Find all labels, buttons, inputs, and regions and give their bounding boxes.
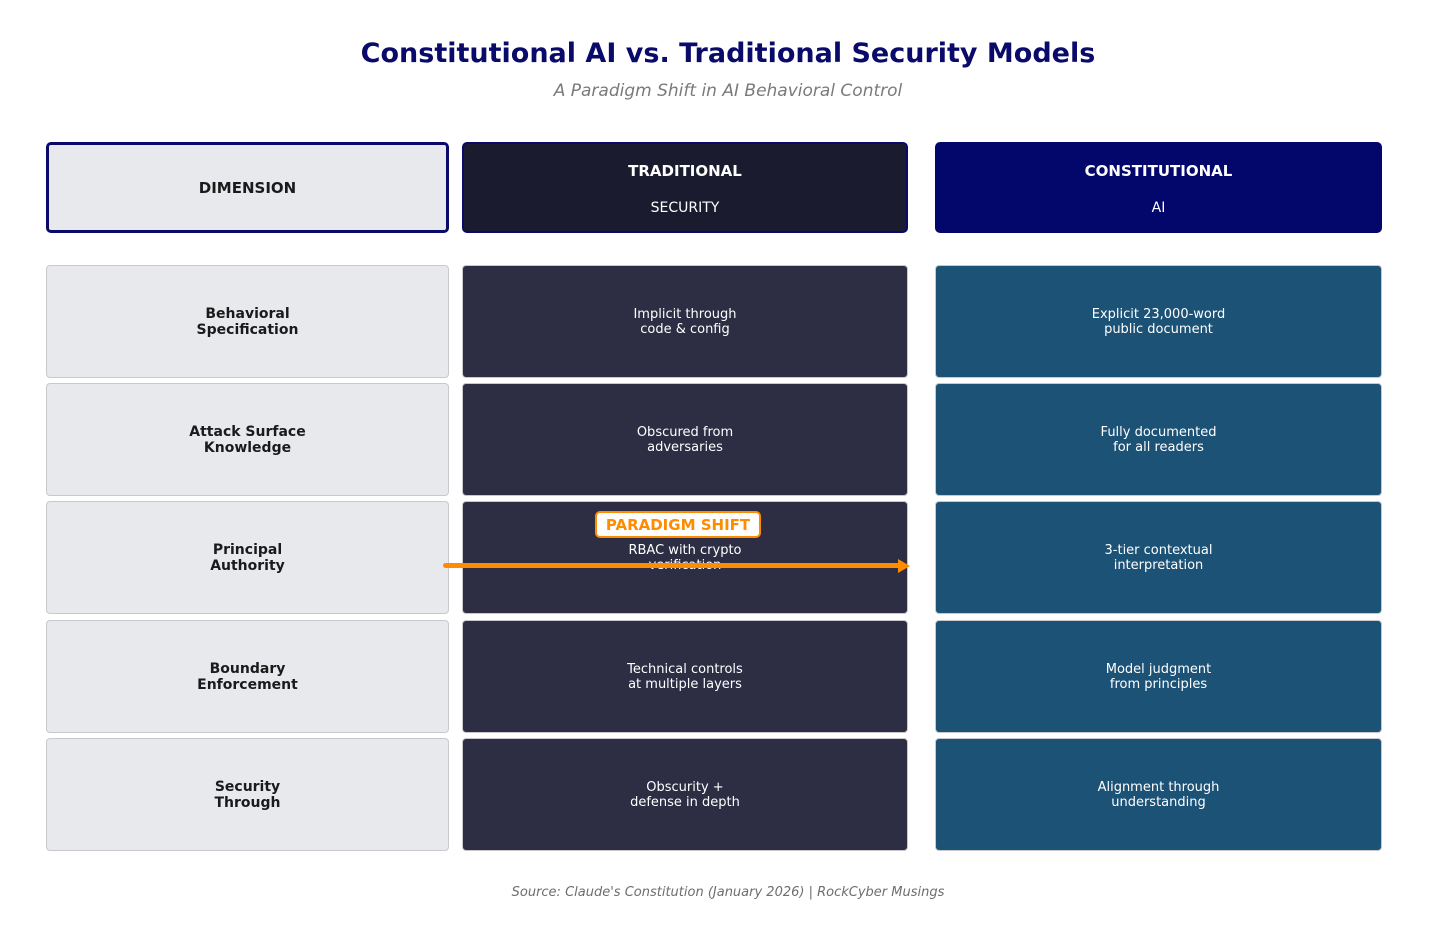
header-traditional: TRADITIONAL SECURITY	[462, 142, 908, 233]
dimension-cell: Security Through	[46, 738, 449, 851]
arrow-head-icon	[898, 559, 910, 573]
header-constitutional: CONSTITUTIONAL AI	[935, 142, 1382, 233]
traditional-cell: Obscured from adversaries	[462, 383, 908, 496]
traditional-cell: Obscurity + defense in depth	[462, 738, 908, 851]
dimension-cell: Boundary Enforcement	[46, 620, 449, 733]
header-dimension-label: DIMENSION	[198, 178, 297, 197]
paradigm-shift-arrow	[443, 563, 901, 568]
header-traditional-line1: TRADITIONAL	[628, 161, 742, 180]
dimension-cell: Behavioral Specification	[46, 265, 449, 378]
dimension-cell: Principal Authority	[46, 501, 449, 614]
constitutional-cell: Model judgment from principles	[935, 620, 1382, 733]
constitutional-cell: 3-tier contextual interpretation	[935, 501, 1382, 614]
dimension-cell: Attack Surface Knowledge	[46, 383, 449, 496]
page-subtitle: A Paradigm Shift in AI Behavioral Contro…	[553, 81, 903, 101]
traditional-cell: Technical controls at multiple layers	[462, 620, 908, 733]
header-constitutional-line1: CONSTITUTIONAL	[1084, 161, 1233, 180]
traditional-cell: Implicit through code & config	[462, 265, 908, 378]
header-constitutional-line2: AI	[1151, 199, 1166, 216]
source-footer: Source: Claude's Constitution (January 2…	[511, 885, 945, 900]
page-title: Constitutional AI vs. Traditional Securi…	[360, 38, 1096, 69]
paradigm-shift-badge: PARADIGM SHIFT	[595, 511, 761, 538]
constitutional-cell: Alignment through understanding	[935, 738, 1382, 851]
header-dimension: DIMENSION	[46, 142, 449, 233]
constitutional-cell: Explicit 23,000-word public document	[935, 265, 1382, 378]
header-traditional-line2: SECURITY	[650, 199, 720, 216]
constitutional-cell: Fully documented for all readers	[935, 383, 1382, 496]
